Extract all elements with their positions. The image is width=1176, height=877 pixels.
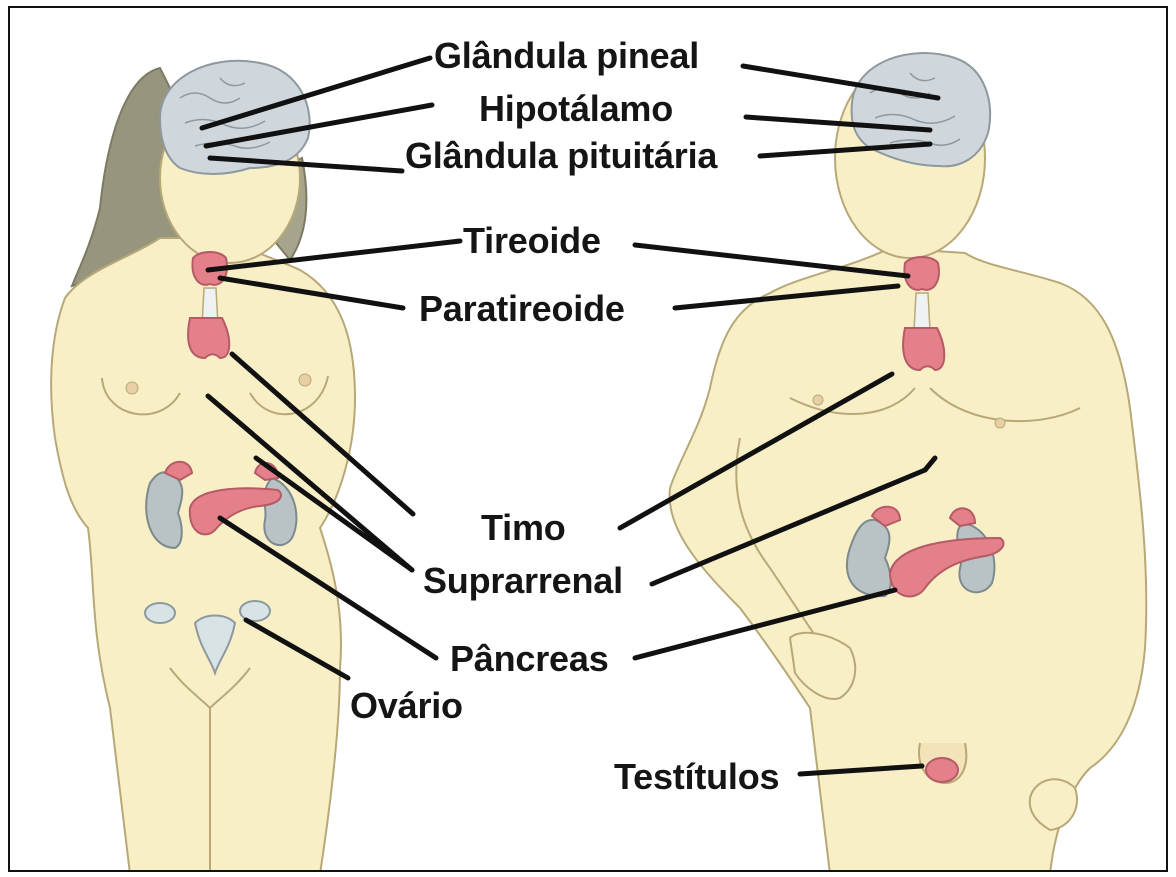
female-nipple-right	[299, 374, 311, 386]
label-testicles: Testítulos	[614, 759, 779, 795]
female-figure	[51, 61, 355, 872]
label-ovary: Ovário	[350, 688, 463, 724]
female-thymus	[188, 318, 229, 358]
male-thyroid	[904, 257, 938, 290]
label-pancreas: Pâncreas	[450, 641, 609, 677]
female-ovary-left	[145, 603, 175, 623]
male-nipple-left	[813, 395, 823, 405]
label-hypothalamus: Hipotálamo	[479, 91, 673, 127]
label-pineal-gland: Glândula pineal	[434, 38, 699, 74]
female-nipple-left	[126, 382, 138, 394]
male-testicles	[926, 758, 958, 782]
label-thymus: Timo	[481, 510, 566, 546]
label-thyroid: Tireoide	[463, 223, 601, 259]
male-figure	[670, 53, 1147, 872]
male-nipple-right	[995, 418, 1005, 428]
diagram-frame: Glândula pineal Hipotálamo Glândula pitu…	[8, 6, 1168, 872]
label-adrenal: Suprarrenal	[423, 563, 623, 599]
label-parathyroid: Paratireoide	[419, 291, 625, 327]
male-trachea	[914, 293, 930, 330]
male-thymus	[903, 328, 944, 370]
label-pituitary-gland: Glândula pituitária	[405, 138, 717, 174]
